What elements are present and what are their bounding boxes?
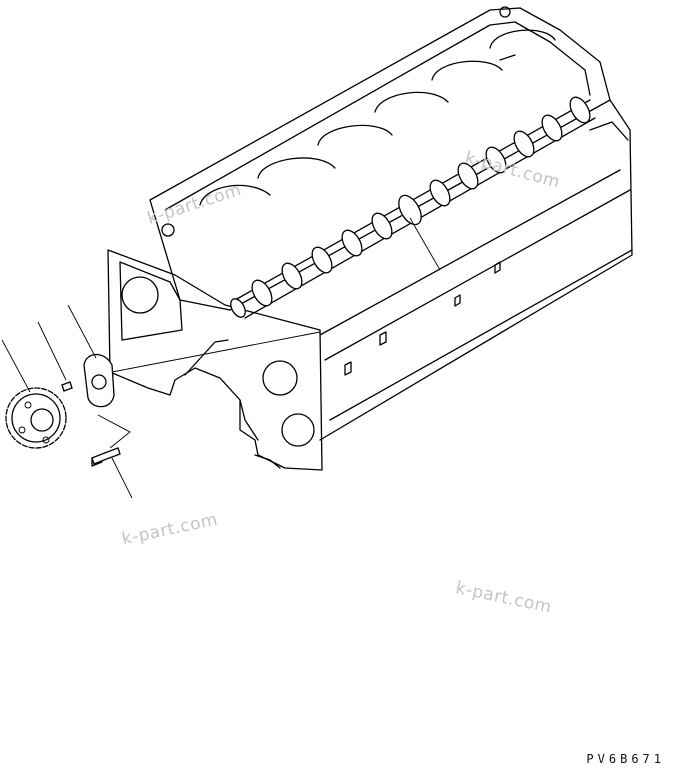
cylinder-bores	[199, 29, 556, 206]
mounting-bolt	[91, 447, 121, 467]
cylinder-block	[107, 6, 633, 471]
thrust-plate	[83, 353, 115, 408]
camshaft	[230, 96, 596, 319]
drawing-code: PV6B671	[586, 752, 665, 766]
woodruff-key	[61, 381, 73, 392]
cam-gear	[5, 387, 67, 449]
leader-lines	[1, 217, 441, 499]
